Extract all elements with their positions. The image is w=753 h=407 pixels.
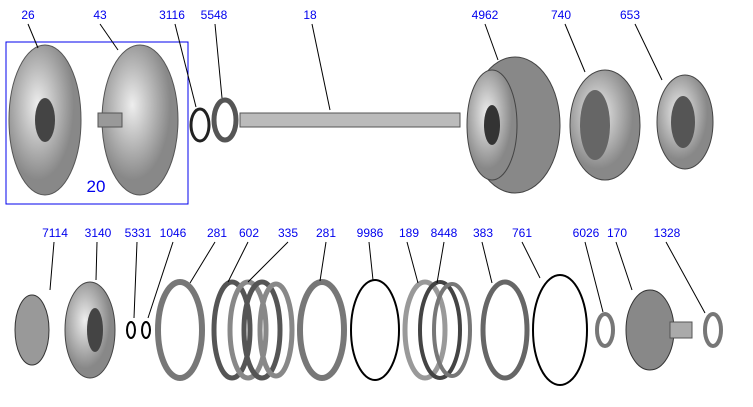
snap-ring-1046[interactable] [141,321,151,339]
label-653[interactable]: 653 [620,8,640,22]
seal-ring-3116[interactable] [189,107,211,143]
label-281-a[interactable]: 281 [207,226,227,240]
clutch-pack-602-335[interactable] [211,279,295,381]
label-3116[interactable]: 3116 [159,8,185,22]
pump-cover-26[interactable] [8,44,82,196]
snap-ring-761[interactable] [532,274,588,386]
label-7114[interactable]: 7114 [42,226,68,240]
washer-6026[interactable] [595,312,615,348]
plate-383[interactable] [480,279,530,381]
input-shaft-18[interactable] [239,112,461,128]
plates-189-8448[interactable] [402,279,472,381]
label-9986[interactable]: 9986 [357,226,384,240]
bearing-7114[interactable] [14,294,50,366]
label-6026[interactable]: 6026 [573,226,600,240]
washer-5548[interactable] [211,97,239,143]
assembly-label[interactable]: 20 [87,177,106,196]
label-5548[interactable]: 5548 [201,8,228,22]
label-383[interactable]: 383 [473,226,493,240]
label-8448[interactable]: 8448 [431,226,458,240]
snap-ring-9986[interactable] [350,279,400,381]
label-761[interactable]: 761 [512,226,532,240]
plate-281-a[interactable] [155,279,205,381]
plate-281-b[interactable] [297,279,347,381]
label-602[interactable]: 602 [239,226,259,240]
label-5331[interactable]: 5331 [125,226,152,240]
snap-ring-5331[interactable] [126,321,136,339]
leader-lines [27,23,706,319]
piston-653[interactable] [656,74,714,170]
washer-1328[interactable] [703,312,723,348]
clutch-housing-4962[interactable] [466,56,561,194]
label-1046[interactable]: 1046 [160,226,187,240]
drum-740[interactable] [569,69,641,181]
label-335[interactable]: 335 [278,226,298,240]
label-740[interactable]: 740 [551,8,571,22]
label-43[interactable]: 43 [93,8,107,22]
label-4962[interactable]: 4962 [472,8,499,22]
label-1328[interactable]: 1328 [654,226,681,240]
label-281-b[interactable]: 281 [316,226,336,240]
pump-assembly-box [5,41,189,205]
label-170[interactable]: 170 [607,226,627,240]
label-3140[interactable]: 3140 [85,226,112,240]
pump-body-43[interactable] [97,44,179,196]
gear-170[interactable] [625,289,693,371]
label-26[interactable]: 26 [21,8,35,22]
label-189[interactable]: 189 [399,226,419,240]
hub-3140[interactable] [64,281,116,379]
label-18[interactable]: 18 [303,8,317,22]
